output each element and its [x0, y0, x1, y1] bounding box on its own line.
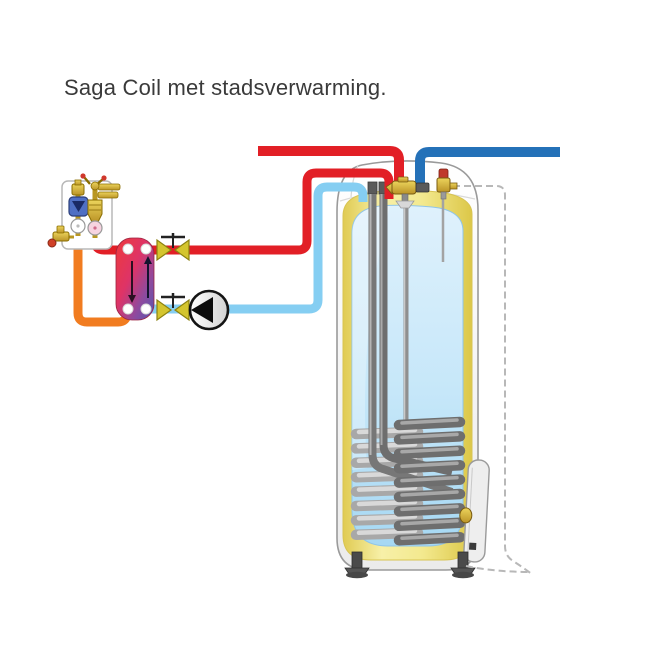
substation-connection-stub [97, 191, 119, 199]
circulation-pump [188, 289, 230, 331]
sensor-cable [453, 185, 534, 576]
coil-tube-highlight [400, 533, 459, 540]
tank-cutaway-sheen [352, 206, 390, 470]
coil-tube [393, 431, 466, 445]
strainer [87, 199, 103, 223]
coil-tube-highlight [356, 514, 418, 521]
coil-pipe-cap [367, 181, 378, 195]
coil-tube-highlight [356, 485, 418, 492]
differential-pressure-regulator [68, 196, 89, 217]
sensor-cable-dashed [453, 185, 534, 576]
safety-valve-outlet [449, 182, 458, 190]
tank-dome-seam [350, 164, 359, 198]
storage-tank [336, 160, 490, 579]
safety-valve [436, 168, 458, 200]
pipe-district-supply-red [258, 146, 404, 186]
thermometer-cold [70, 218, 86, 234]
mixing-valve-body [391, 180, 417, 195]
tank-foot [344, 551, 370, 579]
coil-tube [393, 531, 466, 546]
pipe-cold-water-blue [415, 147, 560, 184]
shutoff-valve-return [156, 293, 190, 322]
coil-feed-pipes [367, 181, 454, 496]
hx-arrowhead-down [128, 295, 136, 303]
sensor-cable-dashed [465, 565, 532, 573]
hx-port [140, 303, 152, 315]
hx-port [140, 243, 152, 255]
coil-tube-highlight [400, 475, 459, 483]
page-title: Saga Coil met stadsverwarming. [64, 75, 387, 100]
substation-connection-stub [97, 183, 121, 191]
coil-tube-highlight [400, 447, 459, 454]
coil-feed-pipe [379, 194, 453, 476]
drain-valve [47, 225, 74, 248]
coil-tube [393, 517, 466, 532]
substation-top-valve-stub [74, 179, 82, 186]
plate-heat-exchanger [115, 237, 155, 321]
coil-feed-pipe [368, 194, 454, 496]
coil-tube [393, 445, 466, 460]
coil-tube [393, 503, 466, 517]
hx-port [122, 303, 134, 315]
coil-heat-exchanger-front [393, 416, 466, 546]
thermostatic-mixing-valve [385, 176, 430, 209]
coil-tube [393, 459, 466, 474]
hx-port [122, 243, 134, 255]
district-heating-substation [47, 173, 121, 250]
coil-tube-highlight [356, 499, 418, 507]
coil-tube [393, 416, 466, 431]
coil-tube-highlight [400, 418, 459, 425]
pipe-tank-return-lightblue [148, 182, 368, 314]
tank-foot [450, 551, 476, 579]
coil-tube-highlight [400, 504, 459, 512]
panel-terminal [469, 542, 477, 551]
thermometer-hot [87, 220, 103, 236]
mixing-valve-union-nut [415, 182, 430, 193]
coil-tube-highlight [400, 432, 459, 440]
coil-tube [393, 474, 466, 488]
pump-flow-triangle [191, 297, 213, 323]
connection-panel [459, 459, 490, 563]
substation-top-valve [71, 183, 85, 196]
coil-tube-highlight [356, 528, 418, 536]
safety-valve-stem [440, 191, 447, 200]
coil-tube-highlight [400, 461, 459, 468]
coil-tube [393, 488, 466, 503]
coil-tube-highlight [400, 519, 459, 526]
heat-exchanger-body [115, 237, 155, 321]
shutoff-valve-supply [156, 233, 190, 262]
inlet-diffuser [395, 200, 415, 209]
ball-valve-red-handle [80, 173, 107, 191]
hx-arrowhead-up [144, 256, 152, 264]
coil-connection-brass [459, 507, 473, 524]
coil-tube-highlight [400, 490, 459, 497]
pipe-tank-supply-red [148, 168, 394, 255]
safety-valve-body [436, 177, 451, 193]
mixing-valve-collar [397, 176, 409, 183]
